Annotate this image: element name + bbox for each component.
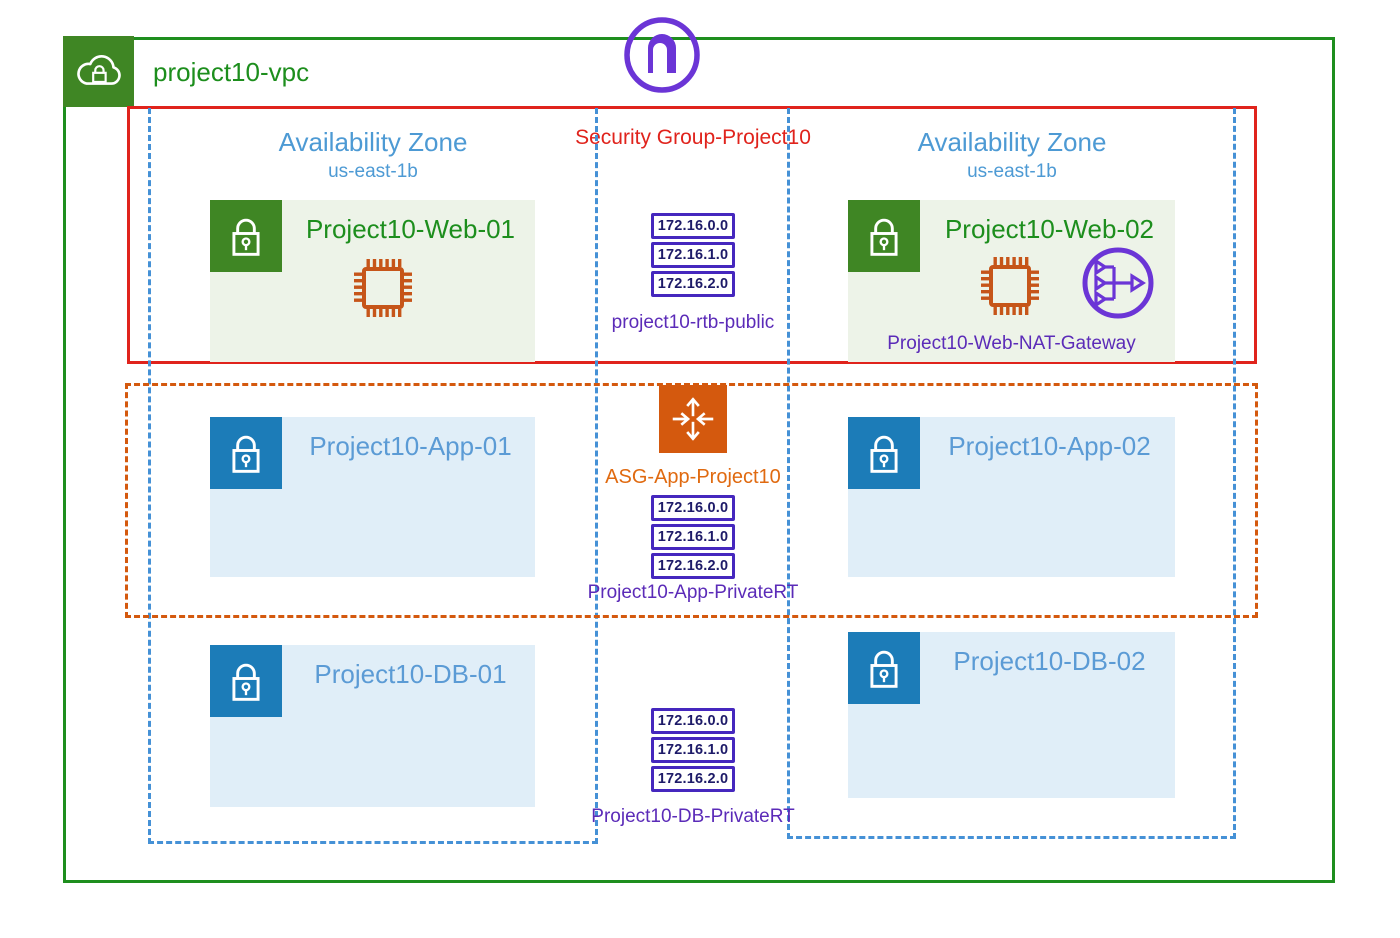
route-table-db-private-label: Project10-DB-PrivateRT — [591, 806, 795, 827]
route-table-db-private: 172.16.0.0 172.16.1.0 172.16.2.0 — [598, 708, 788, 795]
route-entry: 172.16.1.0 — [651, 737, 735, 763]
auto-scaling-group-boundary — [125, 383, 1258, 618]
subnet-web-02: Project10-Web-02 — [848, 200, 1175, 362]
subnet-lock-badge — [210, 645, 282, 717]
route-entry: 172.16.2.0 — [651, 553, 735, 579]
lock-icon — [232, 663, 260, 701]
vpc-boundary — [63, 37, 1335, 883]
subnet-db-02: Project10-DB-02 — [848, 632, 1175, 798]
cloud-lock-icon — [76, 54, 121, 85]
lock-icon — [870, 435, 898, 473]
chip-pins — [981, 257, 1039, 315]
az-left-subtitle: us-east-1b — [328, 161, 418, 182]
route-entry: 172.16.0.0 — [651, 708, 735, 734]
subnet-lock-badge — [848, 632, 920, 704]
lock-icon — [870, 650, 898, 688]
route-entry: 172.16.0.0 — [651, 495, 735, 521]
subnet-lock-badge — [848, 200, 920, 272]
scaling-arrows-icon — [672, 397, 714, 441]
subnet-label: Project10-Web-02 — [944, 214, 1155, 244]
subnet-app-01: Project10-App-01 — [210, 417, 535, 577]
route-entry: 172.16.1.0 — [651, 242, 735, 268]
subnet-label: Project10-DB-02 — [953, 646, 1146, 676]
security-group-boundary — [127, 106, 1257, 364]
subnet-label: Project10-App-02 — [948, 431, 1151, 461]
subnet-lock-badge — [210, 417, 282, 489]
ec2-chip-icon — [981, 257, 1039, 315]
subnet-label: Project10-App-01 — [309, 431, 512, 461]
route-table-app-private-label: Project10-App-PrivateRT — [587, 582, 799, 603]
ec2-chip-icon — [354, 259, 412, 317]
az-right-subtitle: us-east-1b — [967, 161, 1057, 182]
route-entry: 172.16.0.0 — [651, 213, 735, 239]
route-table-public: 172.16.0.0 172.16.1.0 172.16.2.0 — [598, 213, 788, 300]
chip-pins — [354, 259, 412, 317]
subnet-db-01: Project10-DB-01 — [210, 645, 535, 807]
subnet-web-01: Project10-Web-01 — [210, 200, 535, 362]
availability-zone-right — [787, 108, 1236, 839]
route-table-app-private: 172.16.0.0 172.16.1.0 172.16.2.0 — [598, 495, 788, 582]
subnet-label: Project10-DB-01 — [314, 659, 507, 689]
nat-gateway-icon — [1082, 247, 1154, 319]
subnet-app-02: Project10-App-02 — [848, 417, 1175, 577]
lock-icon — [232, 218, 260, 256]
auto-scaling-icon-badge — [659, 385, 727, 453]
lock-icon — [232, 435, 260, 473]
route-table-public-label: project10-rtb-public — [611, 312, 775, 333]
vpc-badge — [63, 36, 134, 107]
nat-gateway-label: Project10-Web-NAT-Gateway — [887, 333, 1136, 354]
lock-icon — [870, 218, 898, 256]
route-entry: 172.16.1.0 — [651, 524, 735, 550]
subnet-lock-badge — [210, 200, 282, 272]
subnet-lock-badge — [848, 417, 920, 489]
availability-zone-left — [148, 108, 598, 844]
internet-gateway-icon — [624, 17, 700, 93]
security-group-label: Security Group-Project10 — [575, 126, 811, 149]
asg-label: ASG-App-Project10 — [605, 466, 781, 488]
az-left-title: Availability Zone — [278, 127, 468, 157]
route-entry: 172.16.2.0 — [651, 766, 735, 792]
subnet-label: Project10-Web-01 — [305, 214, 516, 244]
route-entry: 172.16.2.0 — [651, 271, 735, 297]
az-right-title: Availability Zone — [917, 127, 1107, 157]
vpc-title: project10-vpc — [153, 57, 310, 87]
